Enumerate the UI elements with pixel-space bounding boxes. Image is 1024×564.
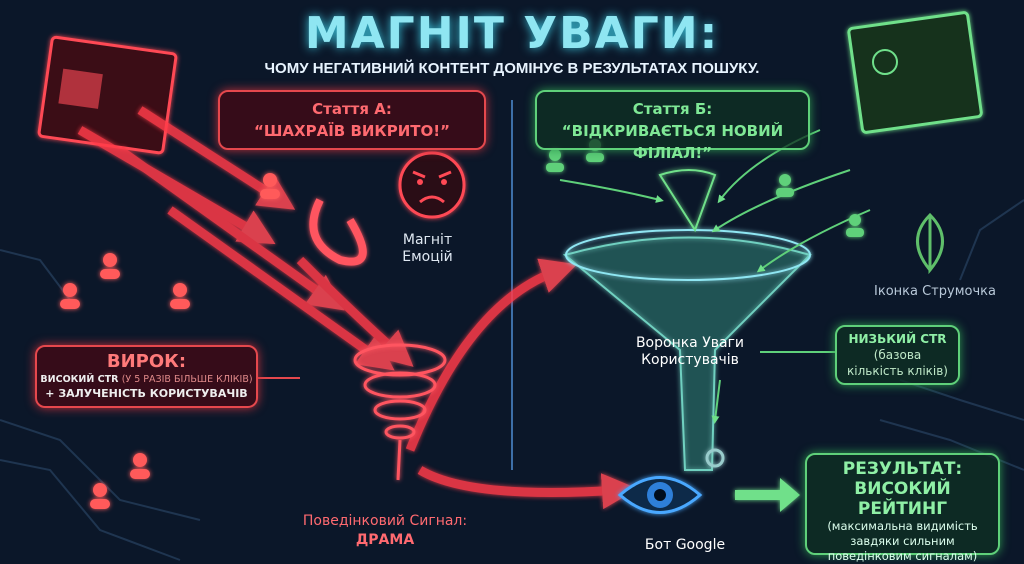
google-bot-label: Бот Google xyxy=(644,537,726,553)
low-ctr-box: НИЗЬКИЙ CTR (базова кількість кліків) xyxy=(835,325,960,385)
browser-window-green-icon xyxy=(847,11,983,134)
result-line2: завдяки сильним xyxy=(850,534,955,548)
leaf-icon xyxy=(916,212,944,275)
red-arrows xyxy=(77,106,638,510)
magnet-line1: Магніт xyxy=(402,232,453,248)
result-box: РЕЗУЛЬТАТ: ВИСОКИЙ РЕЙТИНГ (максимальна … xyxy=(805,453,1000,563)
verdict-ctr: ВИСОКИЙ CTR xyxy=(40,374,119,385)
red-vortex xyxy=(309,198,447,481)
signal-line1: Поведінковий Сигнал: xyxy=(302,513,468,529)
page-subtitle: ЧОМУ НЕГАТИВНИЙ КОНТЕНТ ДОМІНУЄ В РЕЗУЛЬ… xyxy=(264,60,760,77)
result-title1: РЕЗУЛЬТАТ: xyxy=(842,459,963,479)
magnet-line2: Емоцій xyxy=(402,249,453,265)
article-a-box: Стаття А: “ШАХРАЇВ ВИКРИТО!” xyxy=(218,90,486,150)
funnel-line1: Воронка Уваги xyxy=(635,335,745,351)
verdict-box: ВИРОК: ВИСОКИЙ CTR (У 5 РАЗІВ БІЛЬШЕ КЛІ… xyxy=(35,345,258,408)
behavioral-signal: Поведінковий Сигнал: ДРАМА xyxy=(290,512,480,550)
green-arrows xyxy=(559,129,871,424)
stream-icon-label: Іконка Струмочка xyxy=(874,284,996,299)
page-title: МАГНІТ УВАГИ: xyxy=(304,8,720,59)
verdict-ctr-note: (У 5 РАЗІВ БІЛЬШЕ КЛІКІВ) xyxy=(121,374,253,385)
verdict-engagement: + ЗАЛУЧЕНІСТЬ КОРИСТУВАЧІВ xyxy=(45,387,248,400)
article-b-box: Стаття Б: “ВІДКРИВАЄТЬСЯ НОВИЙ ФІЛІАЛ!” xyxy=(535,90,810,162)
low-ctr-title: НИЗЬКИЙ CTR xyxy=(848,332,947,346)
result-line1: (максимальна видимість xyxy=(827,519,978,533)
low-ctr-line1: (базова xyxy=(873,348,922,362)
result-line3: поведінковим сигналам) xyxy=(827,549,978,563)
low-ctr-line2: кількість кліків) xyxy=(847,364,948,378)
article-b-label: Стаття Б: xyxy=(632,100,713,118)
circuit-lines xyxy=(0,199,1024,561)
funnel-line2: Користувачів xyxy=(641,352,739,368)
verdict-title: ВИРОК: xyxy=(106,351,187,372)
google-bot-eye-icon xyxy=(617,448,725,514)
result-title2: ВИСОКИЙ РЕЙТИНГ xyxy=(854,479,951,519)
green-result-arrow xyxy=(735,478,800,512)
green-funnel xyxy=(562,169,812,471)
article-a-label: Стаття А: xyxy=(312,100,392,118)
article-b-headline: “ВІДКРИВАЄТЬСЯ НОВИЙ ФІЛІАЛ!” xyxy=(561,122,784,162)
user-icons-red xyxy=(60,173,280,509)
angry-face-icon xyxy=(398,151,466,219)
signal-line2: ДРАМА xyxy=(355,532,415,548)
article-a-headline: “ШАХРАЇВ ВИКРИТО!” xyxy=(254,122,450,140)
